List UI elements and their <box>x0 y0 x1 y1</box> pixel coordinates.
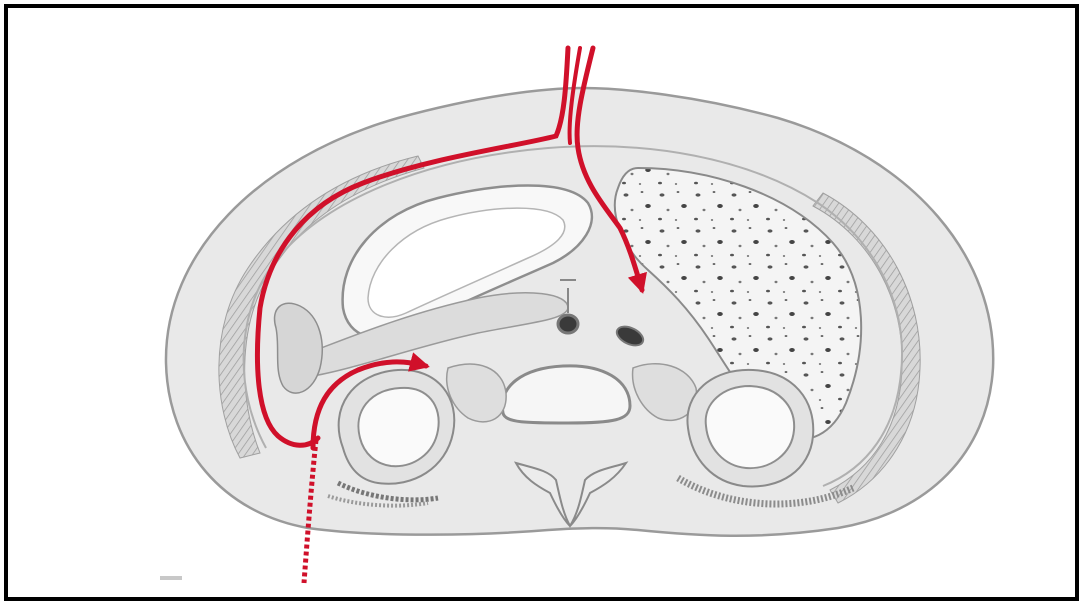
aorta <box>558 315 578 333</box>
left-kidney <box>358 388 438 466</box>
scale-mark <box>160 576 182 580</box>
right-kidney <box>706 386 794 468</box>
figure-frame <box>4 4 1079 601</box>
cross-section-figure <box>8 8 1075 597</box>
